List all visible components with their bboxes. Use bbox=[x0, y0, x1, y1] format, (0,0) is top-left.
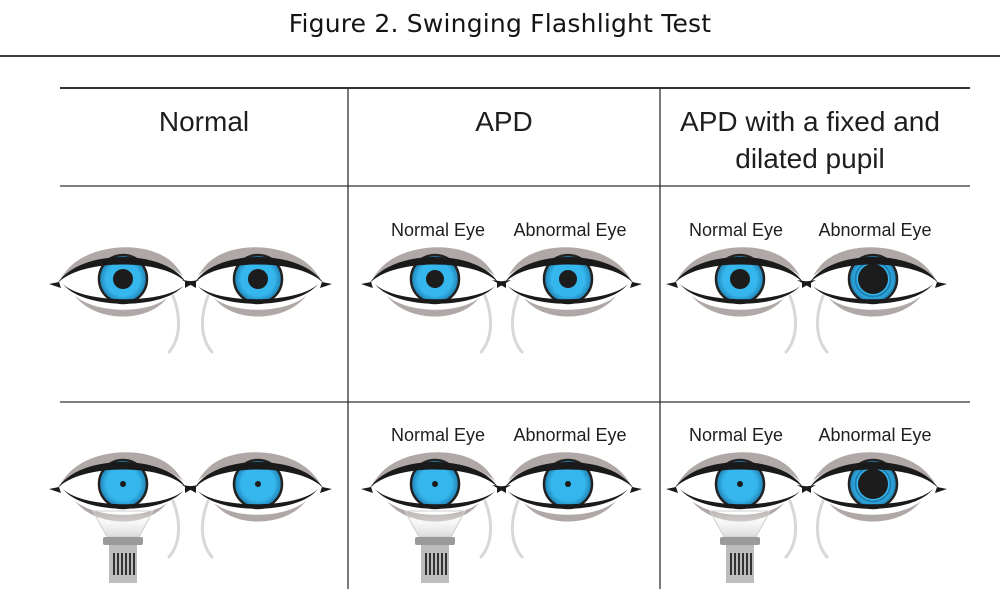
figure-title: Figure 2. Swinging Flashlight Test bbox=[288, 9, 712, 38]
column-heading-fixed-dilated-line2: dilated pupil bbox=[735, 143, 885, 174]
label-abnormal-eye-apd-row1: Abnormal Eye bbox=[513, 220, 627, 240]
label-normal-eye-fixed-row1: Normal Eye bbox=[688, 220, 784, 240]
column-heading-normal: Normal bbox=[158, 106, 250, 137]
eye-icon bbox=[49, 452, 199, 583]
flashlight-icon bbox=[709, 510, 771, 583]
label-abnormal-eye-fixed-row2: Abnormal Eye bbox=[818, 425, 932, 445]
label-abnormal-eye-fixed-row1: Abnormal Eye bbox=[818, 220, 932, 240]
eye-icon bbox=[797, 247, 947, 354]
eye-icon bbox=[361, 247, 511, 354]
flashlight-icon bbox=[92, 510, 154, 583]
flashlight-icon bbox=[404, 510, 466, 583]
column-heading-fixed-dilated: APD with a fixed and dilated pupil bbox=[660, 103, 960, 177]
eye-icon bbox=[361, 452, 511, 583]
eye-icon bbox=[492, 452, 642, 559]
eye-icon bbox=[492, 247, 642, 354]
column-heading-apd: APD bbox=[475, 106, 533, 137]
eye-icon bbox=[182, 452, 332, 559]
eye-icon bbox=[666, 247, 816, 354]
eye-icon bbox=[666, 452, 816, 583]
label-normal-eye-apd-row2: Normal Eye bbox=[390, 425, 486, 445]
column-heading-fixed-dilated-line1: APD with a fixed and bbox=[680, 106, 940, 137]
label-normal-eye-apd-row1: Normal Eye bbox=[390, 220, 486, 240]
label-abnormal-eye-apd-row2: Abnormal Eye bbox=[513, 425, 627, 445]
table-grid bbox=[60, 87, 970, 589]
eye-icon bbox=[182, 247, 332, 354]
title-divider bbox=[0, 55, 1000, 57]
eye-icon bbox=[797, 452, 947, 559]
eye-icon bbox=[49, 247, 199, 354]
label-normal-eye-fixed-row2: Normal Eye bbox=[688, 425, 784, 445]
